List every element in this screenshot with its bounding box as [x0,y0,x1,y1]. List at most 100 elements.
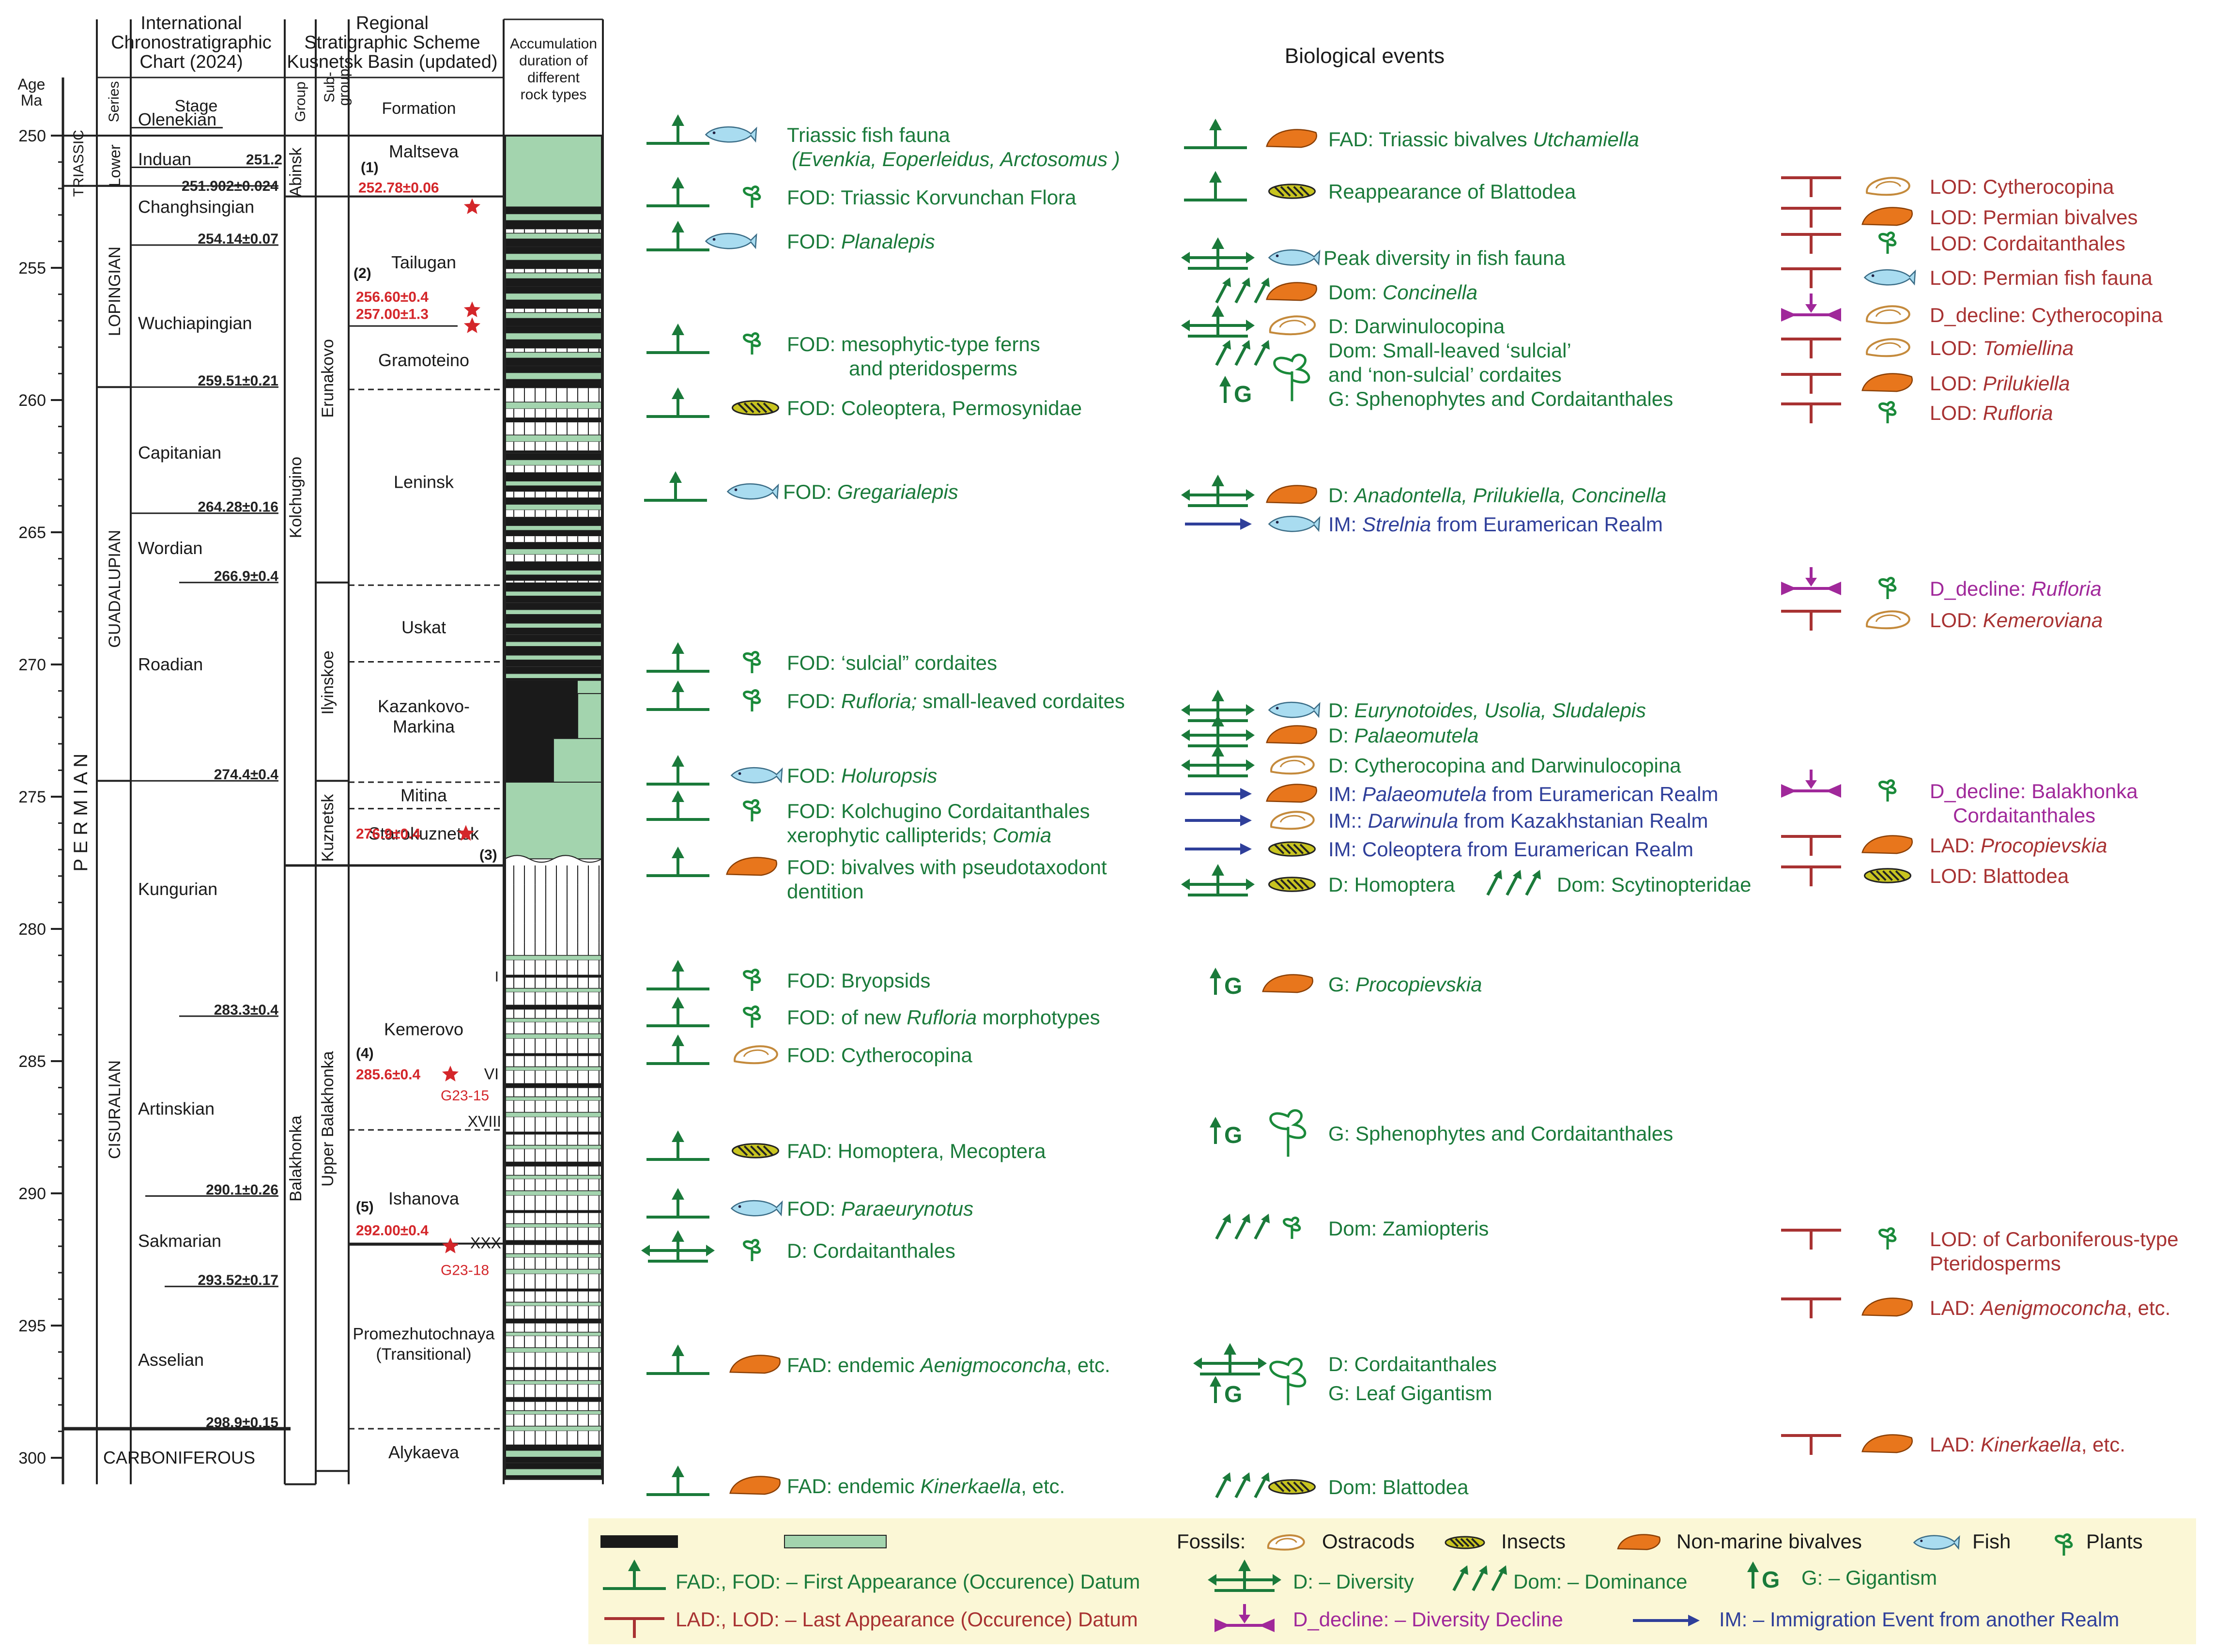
date-star [442,1065,459,1081]
event-label: LOD: Tomiellina [1930,337,2074,359]
sand-band [505,1018,602,1023]
event-label-part: FOD: [783,480,837,503]
arrowhead-icon [1181,320,1190,331]
mud-band [505,348,602,353]
event-label: G: Procopievskia [1328,973,1482,996]
system-carboniferous: CARBONIFEROUS [103,1448,255,1467]
formation-promezhutochnaya: Promezhutochnaya [353,1325,495,1343]
arrowhead-icon [1222,278,1231,287]
coal-band [505,1288,602,1292]
event-label: LOD: Cordaitanthales [1930,232,2125,255]
insect-stripe-icon [1274,879,1285,890]
mud-band [505,1088,602,1097]
mud-band [505,1336,602,1348]
arrowhead-icon [1222,1472,1231,1482]
coal-band [505,1318,602,1324]
dominance-arrow-icon [1254,1476,1267,1498]
event-label: FOD: Cytherocopina [787,1044,972,1066]
fish-eye-icon [1276,521,1279,524]
mud-band [505,1306,602,1319]
ostracod-line-icon [1279,815,1306,823]
coal-band [505,326,602,333]
mud-band [505,1384,602,1397]
event-label: IM:: Darwinula from Kazakhstanian Realm [1328,809,1708,832]
fish-icon [1268,249,1321,266]
event-label-part: FOD: Cytherocopina [787,1044,972,1066]
sand-band [505,1223,602,1228]
fad-arrowhead-icon [672,642,684,654]
event-label: FOD: bivalves with pseudotaxodont [787,856,1107,879]
coal-band [505,596,602,603]
seam-label: XVIII [468,1113,501,1130]
event-label-part: G: [1328,973,1355,996]
arrowhead-icon [1212,864,1224,876]
event-m1: FAD: Triassic bivalves Utchamiella [1184,119,1639,151]
event-label: Dom: Small-leaved ‘sulcial’ [1328,339,1571,362]
arrowhead-icon [1261,1214,1270,1223]
erosion-surface [505,855,602,867]
bivalve-icon [1266,282,1317,301]
fish-eye-icon [738,772,741,775]
fad-arrowhead-icon [672,114,684,126]
group-abinsk: Abinsk [287,147,305,197]
boundary-age: 251.902±0.024 [182,178,278,194]
event-extra: Dom: Scytinopteridae [1557,873,1752,896]
plant-icon [1878,1227,1897,1250]
series-lopingian: LOPINGIAN [106,247,124,336]
coal-band [505,1367,602,1370]
stage-sakmarian: Sakmarian [138,1231,221,1251]
mud-band [505,992,602,1005]
mud-band [505,1323,602,1332]
arrowhead-icon [1805,780,1817,789]
arrowhead-icon [1181,879,1190,890]
coal-band [505,1083,602,1088]
arrowhead-icon [1498,1565,1507,1575]
arrowhead-icon [1479,1565,1488,1575]
mud-band [505,884,602,904]
mud-band [505,904,602,924]
legend-dec: D_decline: – Diversity Decline [1293,1608,1563,1631]
event-m12: IM: Palaeomutela from Euramerican Realm [1185,783,1718,805]
event-label-part: FAD: endemic [787,1354,920,1376]
formation-uskat: Uskat [401,618,446,637]
event-e14: FOD: Cytherocopina [646,1034,972,1066]
formation-promezhutochnaya-2: (Transitional) [376,1345,471,1363]
age-tick-label: 290 [18,1185,46,1203]
mud-band [505,960,602,975]
arrowhead-icon [1246,489,1255,501]
coal-band [505,1131,602,1135]
fad-arrowhead-icon [672,755,684,767]
subgroup-ilyinskoe: Ilyinskoe [319,650,337,714]
legend-sand-swatch [784,1535,887,1548]
sand-band [505,622,602,629]
arrowhead-icon [1181,252,1190,263]
event-label-part: FOD: bivalves with pseudotaxodont [787,856,1107,879]
insect-stripe-icon [1299,186,1310,197]
event-e10: FOD: Kolchugino Cordaitanthalesxerophyti… [646,790,1090,847]
fad-arrowhead-icon [672,324,684,335]
event-label: Reappearance of Blattodea [1328,180,1576,203]
arrowhead-icon [1210,968,1221,978]
event-label-part: Peak diversity in fish fauna [1323,247,1566,269]
event-label: D: Darwinulocopina [1328,315,1505,338]
event-m4: Dom: Concinella [1215,278,1477,304]
insect-stripe-icon [750,402,761,413]
event-label-part: D: Cordaitanthales [1328,1353,1497,1375]
event-label-part: Eurynotoides, Usolia, Sludalepis [1354,699,1646,722]
formation-mitina: Mitina [400,785,447,805]
insect-stripe-icon [1293,879,1304,890]
ostracod-line-icon [1275,1538,1297,1544]
event-e6: FOD: Gregarialepis [644,471,958,503]
event-label-part: LOD: Cytherocopina [1930,175,2114,198]
fad-arrowhead-icon [672,680,684,692]
arrowhead-icon [1239,1615,1250,1623]
event-label-part: Gregarialepis [837,480,958,503]
dominance-arrow-icon [1472,1569,1485,1591]
gigantism-g-icon: G [1762,1567,1780,1593]
plant-icon [743,799,761,821]
sand-band [505,570,602,575]
event-label: FOD: Holuropsis [787,764,937,787]
sand-band [505,590,602,597]
event-label: dentition [787,880,864,903]
